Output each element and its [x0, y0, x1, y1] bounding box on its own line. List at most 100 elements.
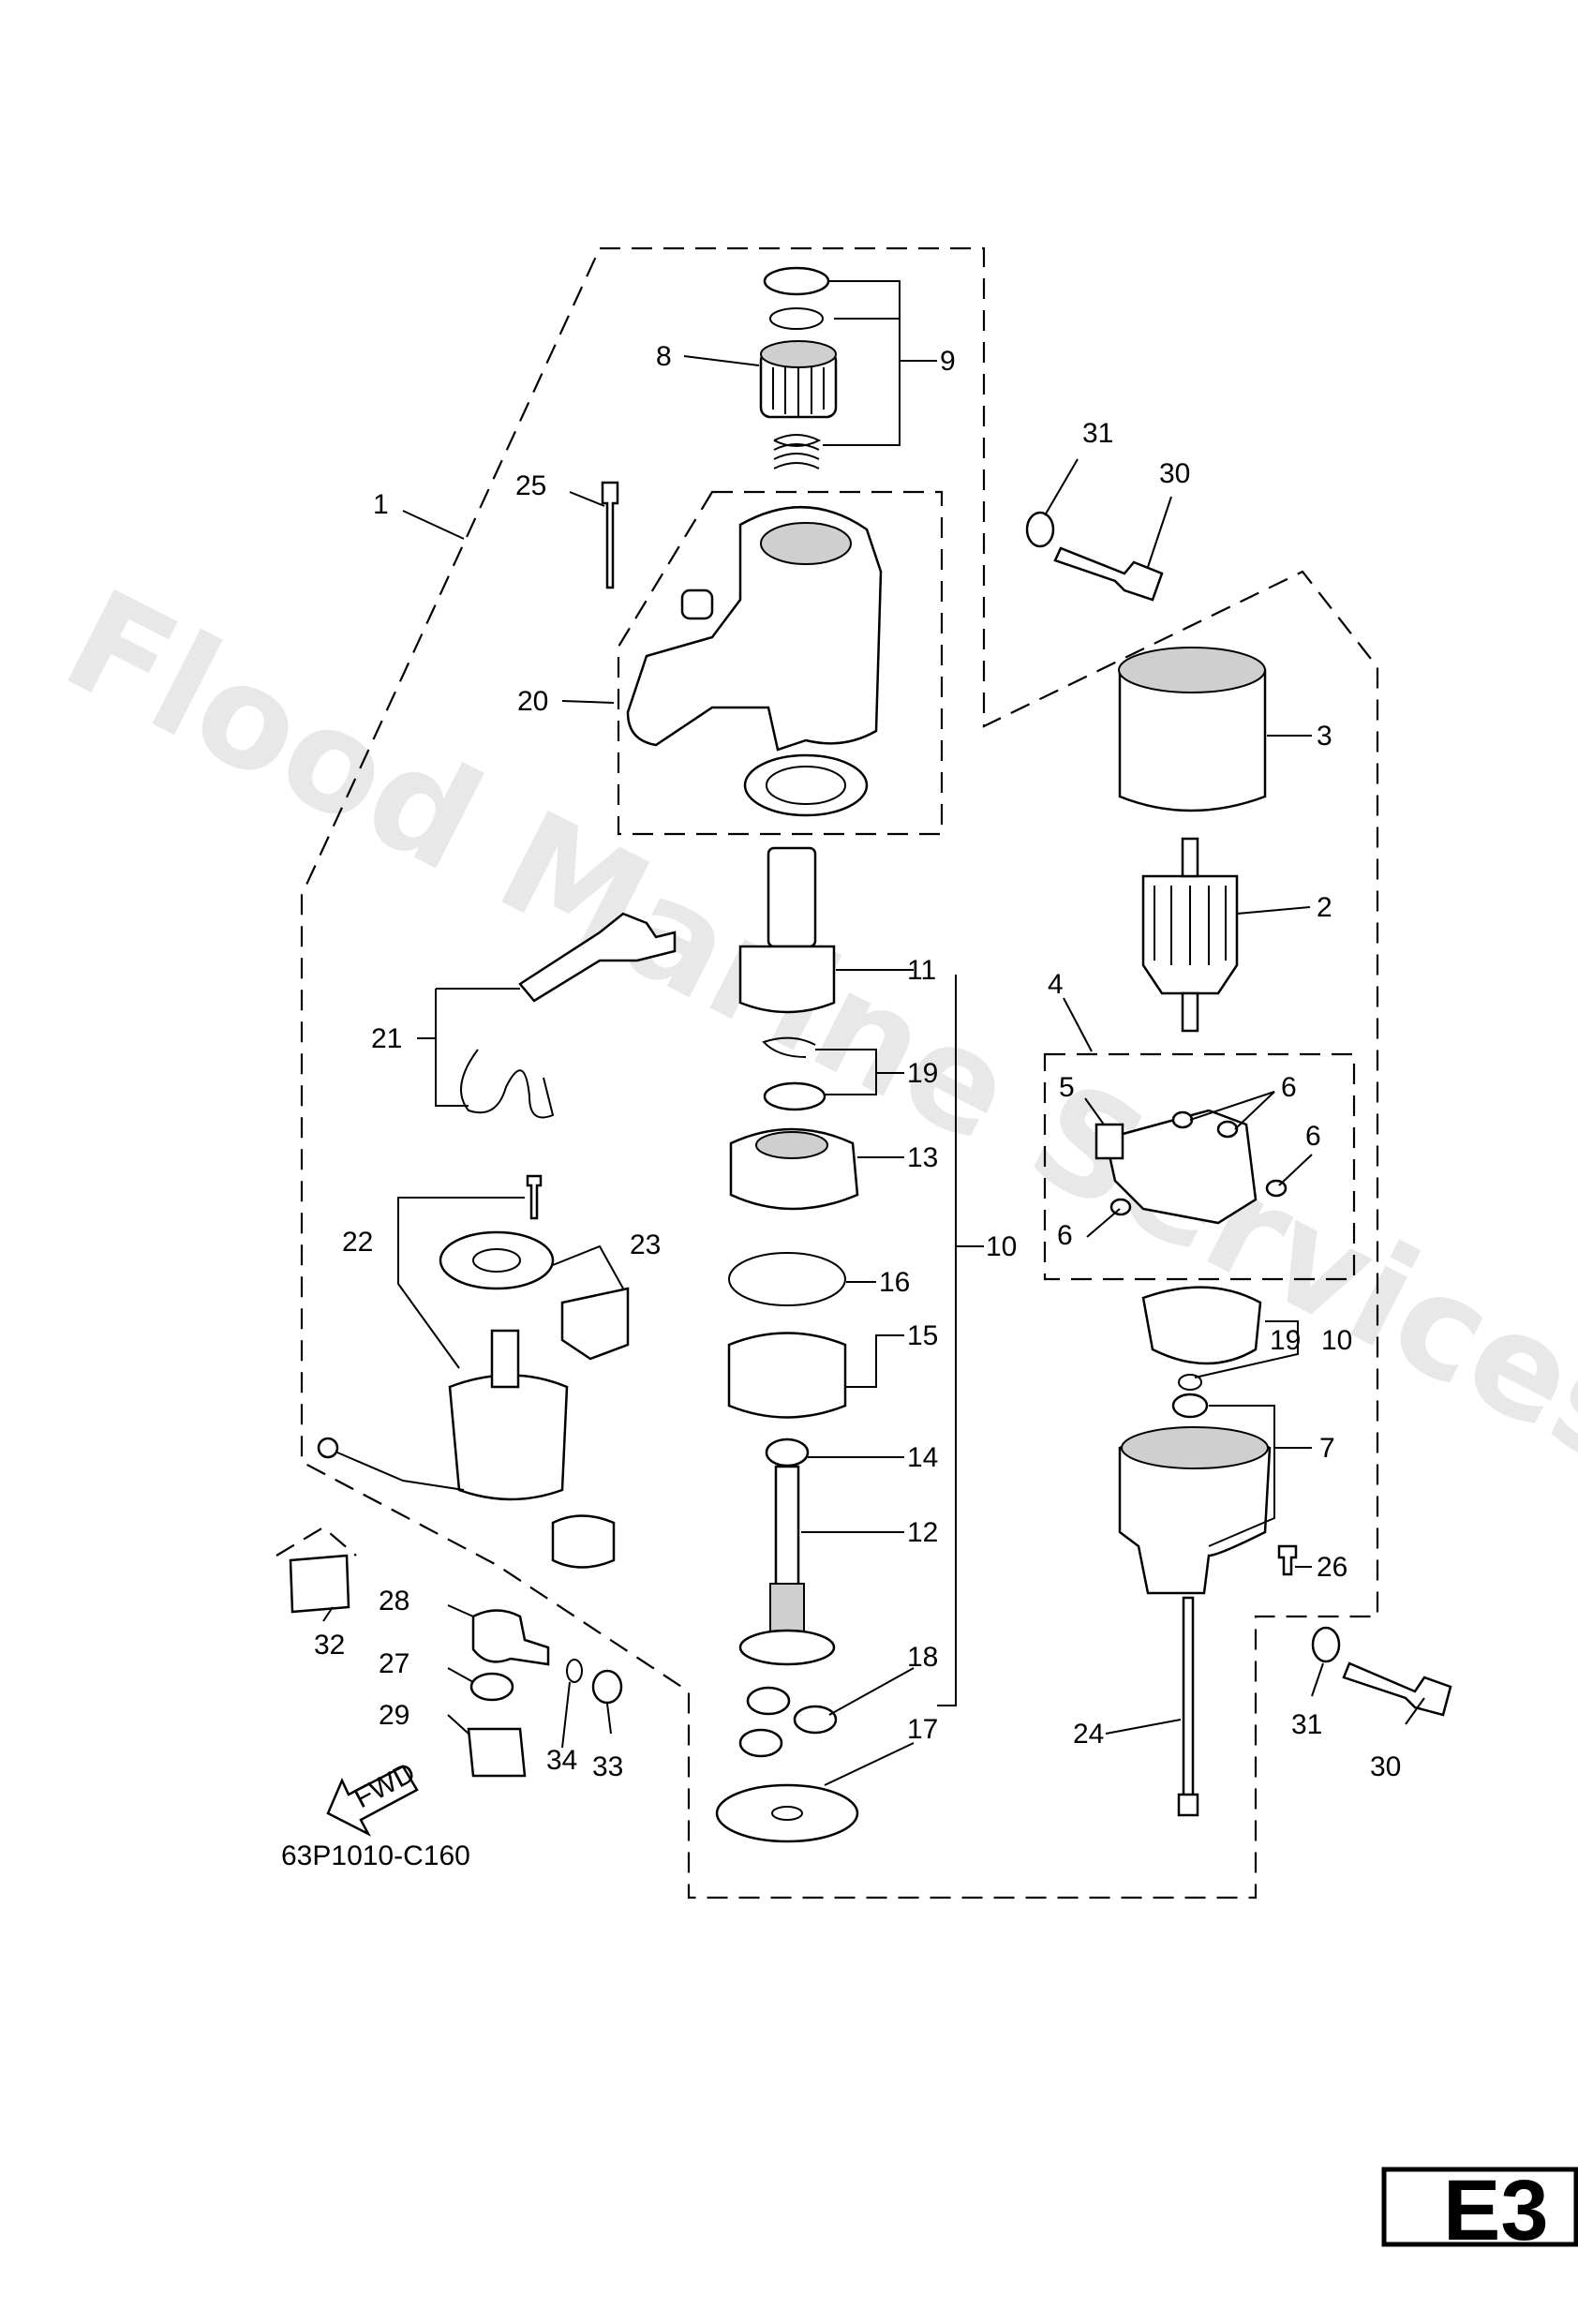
leader-6b — [1278, 1154, 1313, 1186]
part-16-packing — [728, 1252, 846, 1306]
part-20-bushing — [680, 588, 714, 620]
part-2-armature-windings — [1154, 886, 1227, 965]
callout-13: 13 — [907, 1142, 938, 1173]
leader-7 — [1208, 1405, 1312, 1547]
part-8-pinion-bore — [760, 340, 837, 368]
leader-30a — [1147, 496, 1172, 568]
part-9-spring — [773, 434, 822, 469]
callout-25: 25 — [515, 470, 546, 501]
diagram-reference-code: 63P1010-C160 — [281, 1840, 470, 1871]
part-24-through-bolt-head — [1177, 1793, 1199, 1817]
callout-3: 3 — [1317, 721, 1332, 752]
callout-6b: 6 — [1305, 1121, 1321, 1152]
page-badge-frame — [1381, 2167, 1578, 2247]
page-badge-label: E3 — [1443, 2163, 1549, 2258]
leader-33 — [606, 1703, 612, 1735]
callout-6c: 6 — [1057, 1220, 1073, 1251]
leader-17 — [824, 1742, 915, 1786]
callout-22: 22 — [342, 1227, 373, 1258]
part-19-e-clip — [762, 1036, 816, 1058]
part-9-circlip — [769, 307, 824, 330]
part-6-screw-b — [1216, 1120, 1239, 1139]
callout-14: 14 — [907, 1442, 938, 1473]
part-30-bolt-top — [1053, 546, 1164, 602]
part-20-bearing-inner — [766, 766, 846, 805]
callout-15: 15 — [907, 1320, 938, 1351]
part-30-bolt-bottom — [1342, 1661, 1452, 1717]
leader-5 — [1084, 1097, 1105, 1125]
callout-12: 12 — [907, 1517, 938, 1548]
callout-33: 33 — [592, 1751, 623, 1782]
assembly-outline-brush-holder — [1043, 1052, 1356, 1281]
part-18-planet-gear-c — [738, 1728, 783, 1758]
part-8-pinion-teeth — [772, 367, 825, 416]
callout-9: 9 — [940, 346, 956, 377]
leader-22 — [397, 1197, 525, 1369]
leader-4 — [1063, 997, 1093, 1052]
leader-8 — [683, 355, 760, 366]
leader-20 — [561, 700, 615, 704]
assembly-outline-front-housing — [617, 490, 944, 836]
part-20-bearing — [743, 753, 869, 817]
part-34-washer — [566, 1659, 583, 1683]
callout-5: 5 — [1059, 1072, 1075, 1103]
part-17-plate — [715, 1783, 859, 1843]
part-2-armature-shaft — [1181, 837, 1199, 878]
part-23-cover — [560, 1287, 630, 1361]
part-33-nut — [591, 1669, 623, 1705]
part-3-yoke-opening — [1118, 647, 1266, 693]
leader-18 — [828, 1667, 915, 1716]
callout-7: 7 — [1319, 1433, 1335, 1464]
part-15-internal-gear — [727, 1332, 847, 1419]
leader-19-left — [815, 1049, 904, 1095]
part-24-through-bolt — [1182, 1596, 1195, 1801]
fwd-direction-arrow: FWD — [326, 1757, 421, 1837]
leader-2 — [1236, 906, 1311, 915]
part-21-spring-wire — [460, 1049, 555, 1119]
part-22-gasket-hole — [472, 1248, 521, 1273]
part-19-washer — [763, 1081, 826, 1111]
callout-10a: 10 — [986, 1231, 1017, 1262]
part-13-cover-bore — [755, 1131, 828, 1159]
callout-24: 24 — [1073, 1719, 1104, 1750]
callout-4: 4 — [1048, 969, 1064, 1000]
callout-28: 28 — [379, 1586, 409, 1616]
leader-6c — [1086, 1208, 1121, 1238]
callout-30b: 30 — [1370, 1751, 1401, 1782]
part-29-cap — [467, 1727, 527, 1778]
leader-9 — [823, 280, 937, 446]
callout-19b: 19 — [1270, 1325, 1301, 1356]
part-31-washer-bottom — [1311, 1626, 1341, 1663]
part-11-clutch — [738, 945, 836, 1014]
leader-23 — [552, 1244, 624, 1289]
part-22-gasket — [439, 1230, 555, 1290]
leader-21 — [417, 988, 520, 1107]
part-6-screw-d — [1109, 1198, 1132, 1216]
part-20-housing-bore — [760, 522, 852, 565]
leader-1 — [402, 510, 465, 540]
part-25-bolt — [601, 481, 619, 589]
part-20-front-housing — [626, 505, 883, 752]
callout-23: 23 — [630, 1229, 661, 1260]
part-19-ring — [1178, 1374, 1202, 1391]
part-28-terminal-bolt — [471, 1609, 550, 1666]
part-11-shaft-spline — [767, 846, 817, 948]
part-7-bearing — [1171, 1393, 1209, 1419]
fwd-arrow-icon — [326, 1765, 419, 1837]
callout-6a: 6 — [1281, 1072, 1297, 1103]
part-14-bearing — [765, 1438, 810, 1467]
part-26-screw — [1277, 1544, 1298, 1576]
part-17-plate-hole — [771, 1806, 803, 1821]
callout-19a: 19 — [907, 1058, 938, 1089]
assembly-outline-label — [275, 1526, 357, 1557]
callout-17: 17 — [907, 1714, 938, 1745]
leader-15 — [846, 1334, 904, 1388]
callout-10b: 10 — [1321, 1325, 1352, 1356]
callout-34: 34 — [546, 1745, 577, 1776]
leader-32 — [322, 1606, 334, 1622]
part-4-brush-holder — [1104, 1109, 1258, 1225]
part-7-cover-opening — [1121, 1426, 1269, 1469]
leader-10-right — [1194, 1320, 1299, 1378]
part-18-planet-gear-a — [746, 1686, 791, 1716]
